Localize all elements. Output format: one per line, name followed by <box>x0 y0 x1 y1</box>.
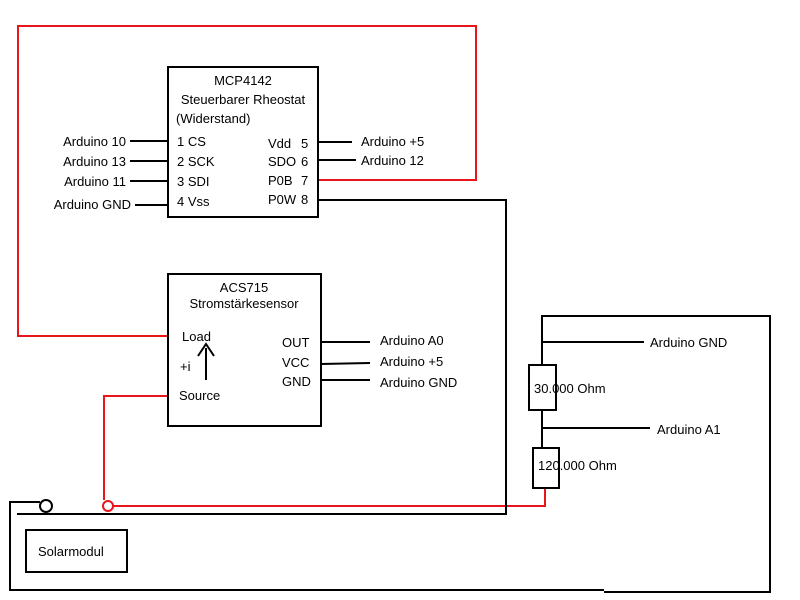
red-wires <box>17 25 546 507</box>
resistor-r2 <box>532 447 560 489</box>
resistor-r1-label: 30.000 Ohm <box>534 381 606 396</box>
acs-current-label: +i <box>180 359 191 374</box>
solar-plus-wire <box>110 488 546 507</box>
acs-source-label: Source <box>179 388 220 403</box>
mcp-pin-sck: 2 SCK <box>177 154 215 169</box>
solar-plus-terminal <box>102 500 114 512</box>
mcp-subtitle: Steuerbarer Rheostat <box>181 92 306 107</box>
resistor-r2-label: 120.000 Ohm <box>538 458 617 473</box>
mcp-title: MCP4142 <box>214 73 272 88</box>
mcp4142-box <box>167 66 319 218</box>
acs-subtitle: Stromstärkesensor <box>189 296 299 311</box>
mcp-pin-vss: 4 Vss <box>177 194 210 209</box>
acs-title: ACS715 <box>220 280 268 295</box>
mcp-pin-sdi: 3 SDI <box>177 174 210 189</box>
acs-pin-vcc: VCC <box>282 355 309 370</box>
mcp-pin-sdo-num: 6 <box>301 154 308 169</box>
current-arrow-head <box>197 342 215 357</box>
mcp-subtitle-2: (Widerstand) <box>176 111 250 126</box>
mcp-pin-cs: 1 CS <box>177 134 206 149</box>
mcp-conn-vdd: Arduino +5 <box>361 134 424 149</box>
vcc-wire <box>320 362 371 365</box>
acs-pin-out: OUT <box>282 335 310 350</box>
acs-conn-out: Arduino A0 <box>380 333 444 348</box>
mcp-pin-p0b-name: P0B <box>268 173 293 188</box>
mcp-pin-p0w-name: P0W <box>268 192 297 207</box>
mcp-pin-sdo-name: SDO <box>268 154 296 169</box>
solar-minus-terminal <box>39 499 53 513</box>
mcp-conn-sck: Arduino 13 <box>63 154 126 169</box>
acs-conn-vcc: Arduino +5 <box>380 354 443 369</box>
p0w-wire <box>17 199 507 515</box>
mcp-conn-sdi: Arduino 11 <box>64 174 126 189</box>
solarmodul-label: Solarmodul <box>38 544 104 559</box>
black-wires <box>9 140 771 593</box>
resistor-r1 <box>528 364 557 411</box>
mcp-pin-vdd-name: Vdd <box>268 136 291 151</box>
solarmodul-box <box>25 529 128 573</box>
p0b-load-wire <box>17 25 477 337</box>
mcp-pin-p0b-num: 7 <box>301 173 308 188</box>
solar-loop-wire <box>9 501 604 591</box>
divider-top-wire <box>541 315 771 593</box>
acs-conn-gnd: Arduino GND <box>380 375 457 390</box>
acs-pin-gnd: GND <box>282 374 311 389</box>
acs715-box <box>167 273 322 427</box>
divider-gnd-label: Arduino GND <box>650 335 727 350</box>
mcp-conn-cs: Arduino 10 <box>63 134 126 149</box>
mcp-conn-vss: Arduino GND <box>54 197 131 212</box>
source-wire <box>103 395 168 500</box>
mcp-conn-sdo: Arduino 12 <box>361 153 424 168</box>
mcp-pin-vdd-num: 5 <box>301 136 308 151</box>
mcp-pin-p0w-num: 8 <box>301 192 308 207</box>
acs-load-label: Load <box>182 329 211 344</box>
divider-a1-label: Arduino A1 <box>657 422 721 437</box>
